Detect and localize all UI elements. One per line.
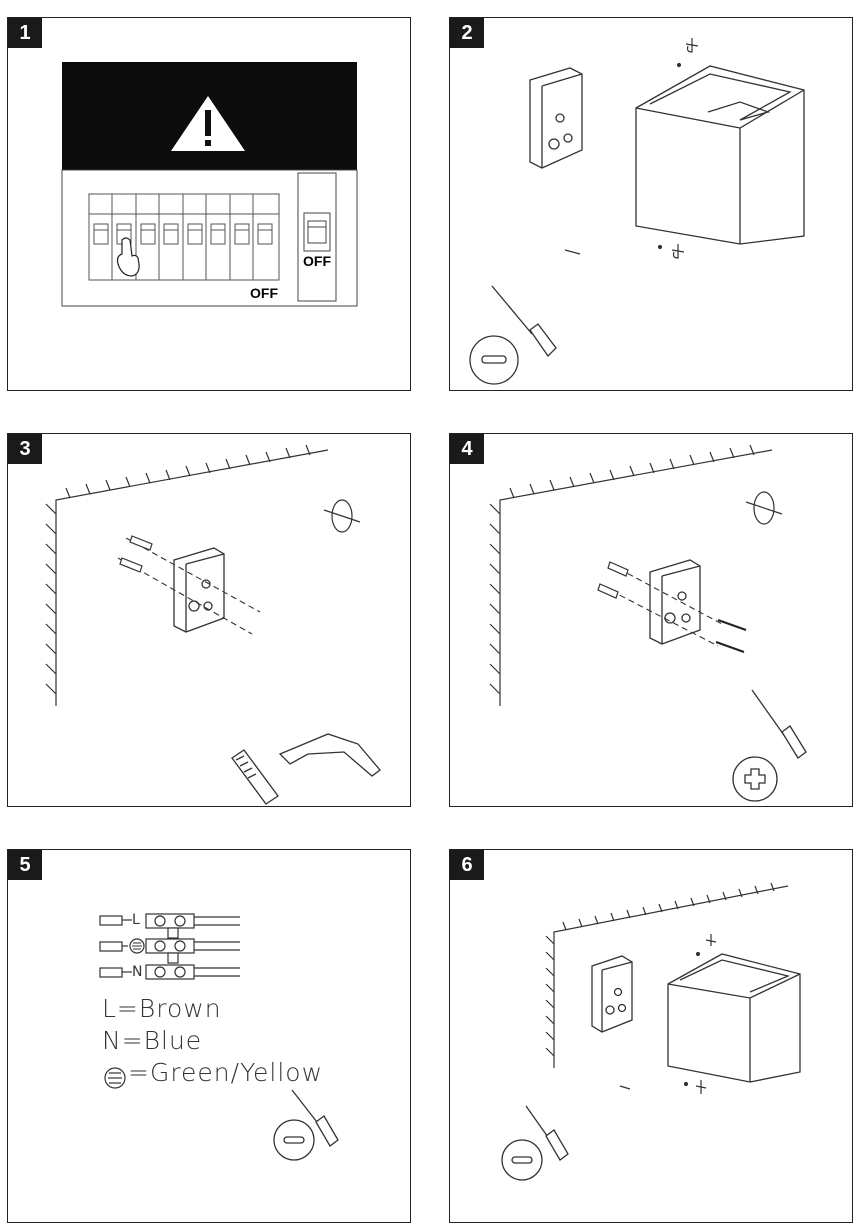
ground-symbol-icon (104, 1067, 126, 1089)
terminal-block-diagram (99, 913, 339, 1161)
rotation-arrow-icon (745, 491, 783, 525)
wall-plug-icon (119, 535, 153, 573)
legend-brown: L=Brown (102, 994, 222, 1023)
drill-bit-icon (231, 749, 279, 805)
mounting-bracket (173, 547, 225, 633)
rotation-arrow-icon (323, 499, 361, 533)
legend-blue: N=Blue (102, 1026, 203, 1055)
step-3-illustration (45, 444, 381, 805)
screw-icon (715, 619, 747, 653)
mounting-bracket (591, 955, 633, 1033)
step-number: 3 (8, 434, 42, 464)
cube-lamp (635, 65, 805, 245)
flat-screwdriver-icon (491, 285, 557, 358)
step-number: 6 (450, 850, 484, 880)
step-1-illustration (61, 62, 358, 307)
mounting-bracket (529, 67, 583, 169)
flat-screwdriver-icon (525, 1105, 569, 1161)
screw-guide-lines (601, 563, 723, 647)
wall-outline (545, 882, 789, 1068)
step-4-panel: 4 (449, 433, 853, 807)
flat-screwdriver-icon (291, 1089, 339, 1147)
step-4-illustration (489, 444, 807, 802)
step-6-panel: 6 (449, 849, 853, 1223)
step-number: 5 (8, 850, 42, 880)
wall-outline (45, 444, 329, 706)
mounting-bracket (649, 559, 701, 645)
wall-outline (489, 444, 773, 706)
step-2-panel: 2 (449, 17, 853, 391)
step-2-illustration (469, 38, 805, 385)
cube-lamp (667, 953, 801, 1083)
step-number: 1 (8, 18, 42, 48)
screw-icon (619, 934, 717, 1094)
step-1-panel: 1 OFF OFF (7, 17, 411, 391)
hand-pointer-icon (116, 237, 140, 277)
drill-icon (278, 733, 381, 777)
step-3-panel: 3 (7, 433, 411, 807)
breaker-row (88, 193, 280, 281)
legend-green-yellow: =Green/Yellow (128, 1058, 324, 1087)
off-label-breakers: OFF (250, 285, 278, 301)
screw-icon (676, 38, 699, 68)
wall-plug-icon (597, 561, 629, 599)
off-label-main-switch: OFF (303, 253, 331, 269)
ground-symbol-icon (132, 942, 142, 950)
step-number: 4 (450, 434, 484, 464)
phillips-screwdriver-icon (751, 689, 807, 759)
terminal-label-n: N (132, 964, 143, 980)
step-5-panel: 5 (7, 849, 411, 1223)
screw-icon (564, 244, 685, 259)
step-number: 2 (450, 18, 484, 48)
terminal-label-l: L (132, 912, 140, 928)
main-switch (303, 212, 331, 252)
step-6-illustration (501, 882, 801, 1181)
